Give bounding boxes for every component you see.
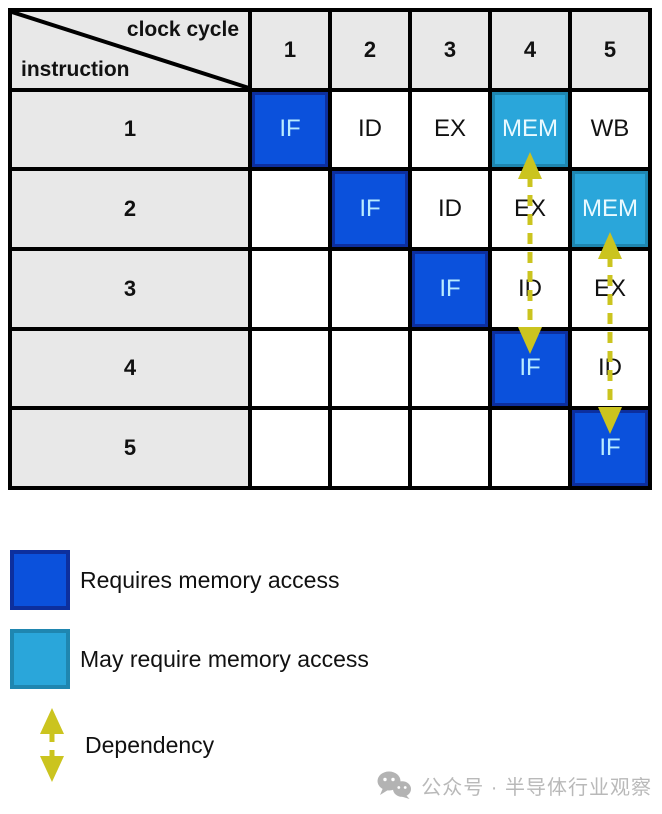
row-label-5: 5 bbox=[12, 410, 248, 486]
legend-item-requires: Requires memory access bbox=[10, 549, 339, 611]
legend-item-dependency: Dependency bbox=[33, 706, 214, 784]
stage-cell-id: ID bbox=[332, 91, 408, 168]
legend-item-may-require: May require memory access bbox=[10, 628, 369, 690]
dependency-arrow-icon bbox=[40, 708, 64, 782]
column-header-2: 2 bbox=[332, 12, 408, 88]
row-label-3: 3 bbox=[12, 250, 248, 327]
stage-cell-empty bbox=[332, 410, 408, 486]
stage-cell-if: IF bbox=[332, 171, 408, 247]
stage-cell-ex: EX bbox=[572, 250, 648, 327]
watermark: 公众号 · 半导体行业观察 bbox=[376, 768, 652, 802]
watermark-text: 公众号 · 半导体行业观察 bbox=[421, 776, 652, 799]
stage-cell-empty bbox=[252, 171, 328, 247]
pipeline-table: clock cycle instruction 1 2 3 4 5 1 IF I… bbox=[8, 8, 652, 490]
stage-cell-id: ID bbox=[572, 330, 648, 407]
clock-cycle-label: clock cycle bbox=[126, 18, 239, 41]
stage-cell-wb: WB bbox=[572, 91, 648, 168]
stage-cell-if: IF bbox=[412, 250, 488, 327]
stage-cell-empty bbox=[332, 250, 408, 327]
column-header-4: 4 bbox=[492, 12, 568, 88]
stage-cell-if: IF bbox=[492, 330, 568, 407]
column-header-1: 1 bbox=[252, 12, 328, 88]
stage-cell-if: IF bbox=[252, 91, 328, 168]
stage-cell-empty bbox=[412, 410, 488, 486]
stage-cell-ex: EX bbox=[492, 171, 568, 247]
may-require-memory-swatch bbox=[10, 629, 70, 689]
legend-label: Dependency bbox=[85, 731, 215, 758]
diagonal-divider bbox=[12, 12, 248, 88]
legend-label: May require memory access bbox=[80, 645, 369, 672]
corner-header-cell: clock cycle instruction bbox=[12, 12, 248, 88]
row-label-2: 2 bbox=[12, 171, 248, 247]
stage-cell-if: IF bbox=[572, 410, 648, 486]
wechat-icon bbox=[377, 771, 412, 799]
stage-cell-ex: EX bbox=[412, 91, 488, 168]
column-header-5: 5 bbox=[572, 12, 648, 88]
stage-cell-empty bbox=[332, 330, 408, 407]
stage-cell-mem: MEM bbox=[572, 171, 648, 247]
row-label-4: 4 bbox=[12, 330, 248, 407]
column-header-3: 3 bbox=[412, 12, 488, 88]
stage-cell-id: ID bbox=[412, 171, 488, 247]
stage-cell-id: ID bbox=[492, 250, 568, 327]
stage-cell-empty bbox=[252, 250, 328, 327]
legend-label: Requires memory access bbox=[80, 566, 340, 593]
instruction-label: instruction bbox=[21, 57, 130, 81]
stage-cell-empty bbox=[252, 330, 328, 407]
requires-memory-swatch bbox=[10, 550, 70, 610]
stage-cell-mem: MEM bbox=[492, 91, 568, 168]
stage-cell-empty bbox=[412, 330, 488, 407]
stage-cell-empty bbox=[492, 410, 568, 486]
stage-cell-empty bbox=[252, 410, 328, 486]
row-label-1: 1 bbox=[12, 91, 248, 168]
